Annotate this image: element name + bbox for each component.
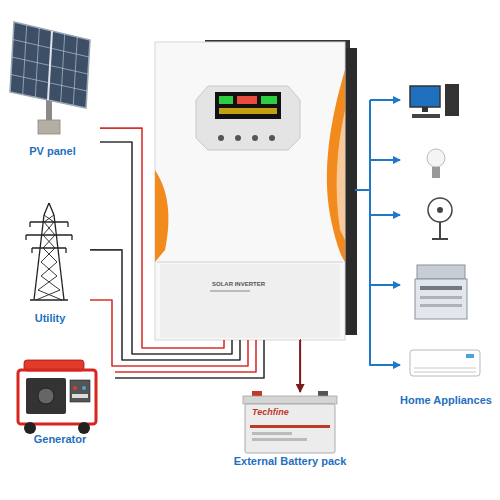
battery-illustration	[243, 391, 337, 453]
inverter-node: SOLAR INVERTER	[155, 40, 355, 340]
appliance-icons	[410, 84, 480, 376]
node-label: Utility	[10, 312, 90, 325]
connector-wire	[299, 340, 301, 392]
appliance-bus	[370, 100, 400, 285]
node-label: Home Appliances	[392, 394, 500, 407]
load-node: Home Appliances	[400, 80, 500, 415]
connector-wire	[115, 340, 264, 378]
device-marking: SOLAR INVERTER	[212, 281, 292, 288]
source-node: Generator	[5, 355, 115, 450]
node-label: PV panel	[5, 145, 100, 158]
connector-wire	[355, 190, 400, 365]
generator-illustration	[18, 360, 96, 434]
source-node: Utility	[10, 195, 90, 330]
connector-wire	[100, 128, 224, 348]
battery-node: TechfineExternal Battery pack	[215, 392, 365, 477]
node-label: Generator	[5, 433, 115, 446]
inverter-illustration	[155, 40, 357, 340]
pv-panel-illustration	[10, 22, 90, 134]
node-label: External Battery pack	[215, 455, 365, 468]
connector-wire	[90, 300, 248, 366]
connector-wire	[115, 340, 256, 372]
power-pylon	[26, 203, 72, 300]
source-node: PV panel	[5, 15, 100, 160]
brand-mark: Techfine	[252, 407, 312, 418]
connector-wire	[100, 142, 232, 354]
